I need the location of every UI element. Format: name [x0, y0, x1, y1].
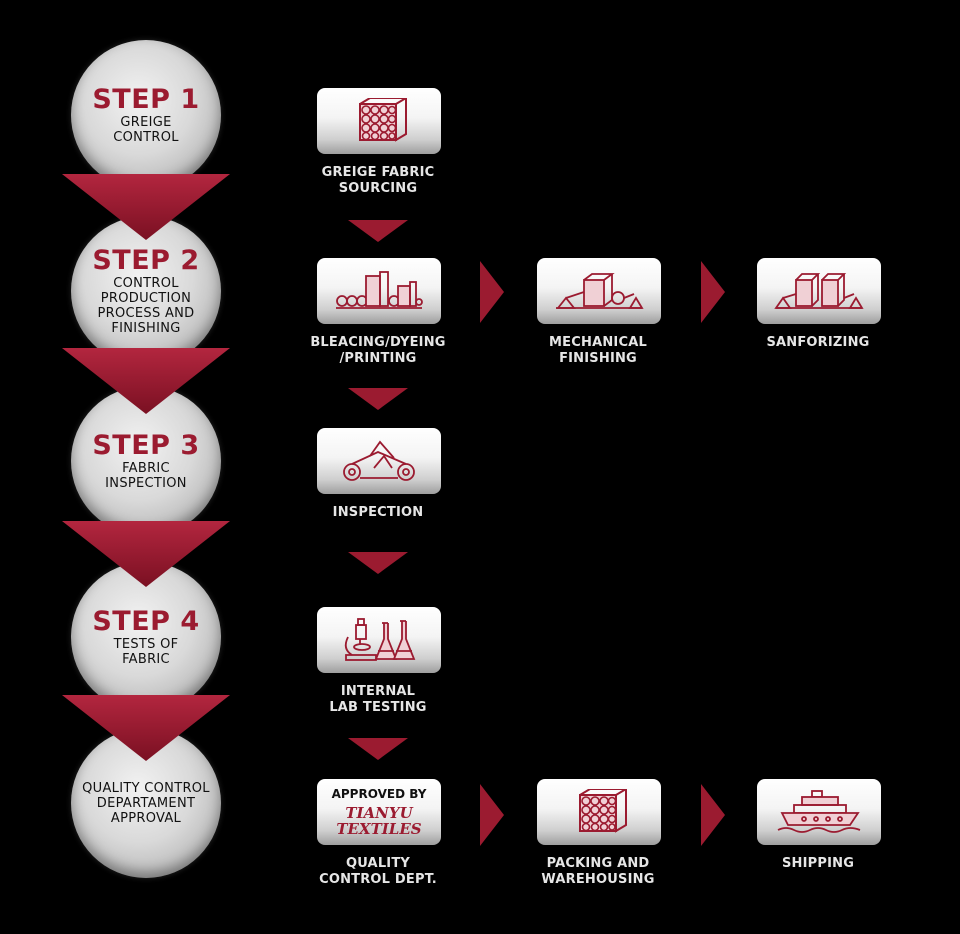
step-2-subtitle: CONTROL PRODUCTION PROCESS AND FINISHING — [97, 276, 195, 336]
step-connector-arrow-2 — [62, 348, 230, 414]
greige-sourcing-label: GREIGE FABRIC SOURCING — [321, 165, 435, 196]
lab-testing-label: INTERNAL LAB TESTING — [329, 684, 427, 715]
step-2-circle: STEP 2 CONTROL PRODUCTION PROCESS AND FI… — [71, 216, 221, 366]
step-3-subtitle: FABRIC INSPECTION — [105, 461, 187, 491]
finishing-machine-icon — [556, 273, 644, 309]
quality-control-box: APPROVED BY TIANYU TEXTILES — [317, 779, 441, 845]
greige-sourcing-box — [317, 88, 441, 154]
shipping-box — [757, 779, 881, 845]
step-1-title: STEP 1 — [92, 84, 200, 115]
mechanical-finishing-label: MECHANICAL FINISHING — [549, 335, 647, 366]
sanforizing-label: SANFORIZING — [766, 335, 870, 350]
fabric-rolls-icon — [359, 98, 407, 142]
ship-icon — [777, 790, 861, 833]
flow-down-arrow-2 — [348, 388, 408, 410]
step-connector-arrow-3 — [62, 521, 230, 587]
flow-down-arrow-3 — [348, 552, 408, 574]
fabric-rolls-icon — [579, 789, 627, 833]
flow-down-arrow-4 — [348, 738, 408, 760]
flow-down-arrow-1 — [348, 220, 408, 242]
approval-circle: QUALITY CONTROL DEPARTAMENT APPROVAL — [71, 728, 221, 878]
step-4-subtitle: TESTS OF FABRIC — [113, 637, 179, 667]
step-4-circle: STEP 4 TESTS OF FABRIC — [71, 562, 221, 712]
lab-flasks-icon — [344, 618, 416, 661]
flow-right-arrow-4 — [701, 784, 725, 846]
approved-by-text: APPROVED BY — [331, 787, 427, 801]
quality-control-label: QUALITY CONTROL DEPT. — [319, 856, 437, 887]
step-3-title: STEP 3 — [92, 430, 200, 461]
step-connector-arrow-1 — [62, 174, 230, 240]
dyeing-machine-icon — [336, 271, 423, 309]
shipping-label: SHIPPING — [781, 856, 855, 871]
packing-box — [537, 779, 661, 845]
step-4-title: STEP 4 — [92, 606, 200, 637]
lab-testing-box — [317, 607, 441, 673]
sanforizing-machine-icon — [774, 273, 864, 309]
step-1-subtitle: GREIGE CONTROL — [113, 115, 179, 145]
step-2-title: STEP 2 — [92, 245, 200, 276]
inspection-box — [317, 428, 441, 494]
approval-subtitle: QUALITY CONTROL DEPARTAMENT APPROVAL — [82, 780, 210, 826]
brand-name-line-2: TEXTILES — [336, 820, 422, 838]
packing-label: PACKING AND WAREHOUSING — [541, 856, 655, 887]
step-1-circle: STEP 1 GREIGE CONTROL — [71, 40, 221, 190]
bleaching-label: BLEACING/DYEING /PRINTING — [310, 335, 446, 366]
mechanical-finishing-box — [537, 258, 661, 324]
inspection-label: INSPECTION — [332, 505, 424, 520]
bleaching-box — [317, 258, 441, 324]
sanforizing-box — [757, 258, 881, 324]
step-connector-arrow-4 — [62, 695, 230, 761]
flow-right-arrow-1 — [480, 261, 504, 323]
inspection-machine-icon — [343, 440, 415, 481]
flow-right-arrow-3 — [480, 784, 504, 846]
brand-name-line-1: TIANYU — [345, 804, 413, 822]
flow-right-arrow-2 — [701, 261, 725, 323]
